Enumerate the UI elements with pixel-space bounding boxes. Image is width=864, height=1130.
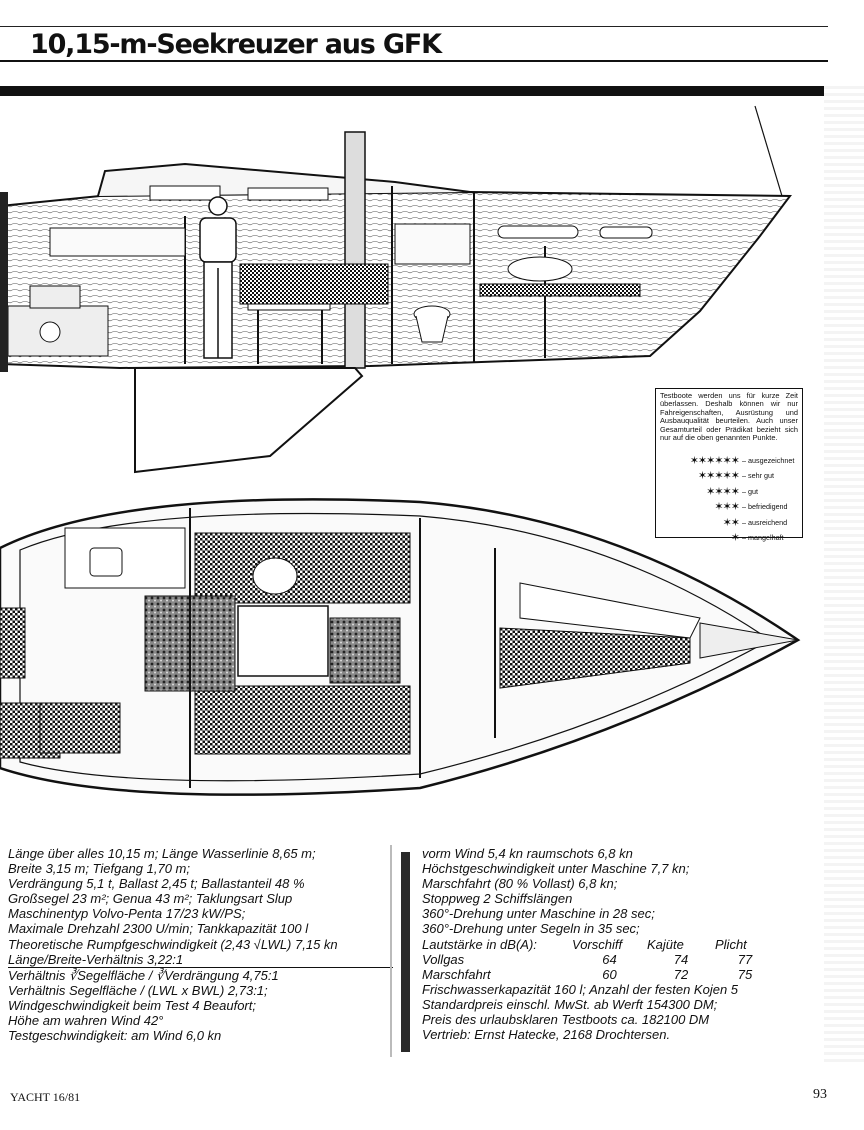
rating-stars-icon: ✶✶✶ (714, 501, 740, 514)
forward-cabinets (394, 223, 471, 265)
rating-legend: Testboote werden uns für kurze Zeit über… (655, 388, 803, 544)
publication-label: YACHT 16/81 (10, 1090, 81, 1104)
noise-cell: 72 (673, 966, 689, 982)
rating-stars-icon: ✶✶✶✶✶ (697, 470, 740, 483)
noise-header-cell: Plicht (715, 936, 747, 952)
rating-label: – befriedigend (742, 502, 788, 512)
noise-table: Lautstärke in dB(A): Vorschiff Kajüte Plich… (422, 937, 802, 982)
spec-line: Großsegel 23 m²; Genua 43 m²; Taklungsar… (8, 891, 293, 907)
hull-window (599, 226, 653, 239)
spec-line: Verhältnis ∛Segelfläche / ∛Verdrängung 4… (8, 967, 279, 983)
forestay (754, 105, 783, 197)
rating-label: – mangelhaft (742, 533, 784, 543)
rating-stars-icon: ✶✶✶✶✶✶ (689, 454, 740, 467)
spec-line: Testgeschwindigkeit: am Wind 6,0 kn (8, 1028, 222, 1044)
noise-header-cell: Vorschiff (572, 936, 623, 952)
title-rule-top (0, 26, 828, 27)
page-number: 93 (813, 1087, 827, 1102)
legend-row: ✶✶✶✶✶✶– ausgezeichnet (690, 453, 796, 469)
noise-cell: 64 (602, 951, 617, 967)
page-title: 10,15-m-Seekreuzer aus GFK (30, 29, 442, 60)
portlight (149, 185, 221, 201)
portlight (247, 187, 329, 201)
settee-port (194, 685, 411, 755)
noise-cell: 75 (737, 966, 753, 982)
side-profile-drawing (0, 105, 792, 474)
saloon-table-plan (237, 605, 329, 677)
spec-line: Verhältnis Segelfläche / (LWL x BWL) 2,7… (8, 982, 268, 998)
galley-plan (64, 527, 186, 589)
sleeping-figure (507, 256, 573, 282)
keel (134, 367, 364, 474)
legend-row: ✶✶– ausreichend (690, 515, 796, 531)
spec-line: vorm Wind 5,4 kn raumschots 6,8 kn (422, 846, 633, 861)
title-rule-bottom (0, 60, 828, 62)
rating-label: – ausgezeichnet (742, 455, 795, 465)
galley-cabinets (49, 227, 186, 257)
column-separator (390, 845, 392, 1057)
page-edge-texture (824, 86, 864, 1066)
spec-line: Theoretische Rumpfgeschwindigkeit (2,43 … (8, 936, 338, 952)
settee-cushion (239, 263, 389, 305)
legend-row: ✶✶✶✶– gut (690, 484, 796, 500)
saloon-table (247, 303, 331, 311)
rating-label: – ausreichend (742, 517, 788, 527)
rating-stars-icon: ✶✶ (722, 516, 740, 529)
hull-window (497, 225, 579, 239)
settee-starboard (194, 532, 411, 604)
rating-stars-icon: ✶ (730, 532, 740, 545)
noise-header-cell: Kajüte (647, 936, 684, 952)
noise-cell: Marschfahrt (422, 966, 491, 982)
rating-label: – sehr gut (742, 471, 774, 481)
mast (344, 131, 366, 369)
column-separator-bar (401, 852, 410, 1052)
toilet-drawing (413, 305, 451, 343)
forepeak-berth (499, 627, 691, 689)
noise-cell: 77 (737, 951, 753, 967)
legend-row: ✶✶✶✶✶– sehr gut (690, 469, 796, 485)
spec-line: Marschfahrt (80 % Vollast) 6,8 kn; (422, 876, 618, 892)
noise-table-row: Vollgas 64 74 77 (422, 952, 802, 967)
spec-line: 360°-Drehung unter Maschine in 28 sec; (422, 906, 655, 922)
accommodation-plan-drawing (0, 498, 801, 796)
spec-line: Windgeschwindigkeit beim Test 4 Beaufort… (8, 997, 256, 1013)
illustration-top-band (0, 86, 828, 96)
spec-line: Frischwasserkapazität 160 l; Anzahl der … (422, 981, 739, 997)
specs-right-bottom: Frischwasserkapazität 160 l; Anzahl der … (422, 982, 802, 1042)
person-seated (252, 557, 298, 595)
noise-cell: 60 (602, 966, 617, 982)
spec-line: Vertrieb: Ernst Hatecke, 2168 Drochterse… (422, 1027, 671, 1043)
spec-line: Standardpreis einschl. MwSt. ab Werft 15… (422, 996, 718, 1012)
spec-line: Länge über alles 10,15 m; Länge Wasserli… (8, 846, 316, 861)
noise-table-header: Lautstärke in dB(A): Vorschiff Kajüte Plich… (422, 937, 802, 952)
spec-line: Verdrängung 5,1 t, Ballast 2,45 t; Balla… (8, 876, 305, 892)
spec-line: Höchstgeschwindigkeit unter Maschine 7,7… (422, 861, 690, 877)
noise-cell: 74 (673, 951, 689, 967)
spec-line: 360°-Drehung unter Segeln in 35 sec; (422, 921, 640, 937)
spec-line: Höhe am wahren Wind 42° (8, 1013, 164, 1029)
legend-note: Testboote werden uns für kurze Zeit über… (660, 391, 798, 443)
noise-table-row: Marschfahrt 60 72 75 (422, 967, 802, 982)
spec-line: Breite 3,15 m; Tiefgang 1,70 m; (8, 861, 190, 877)
engine-drawing (7, 285, 109, 357)
spec-line: Preis des urlaubsklaren Testboots ca. 18… (422, 1012, 710, 1028)
spec-line: Stoppweg 2 Schiffslängen (422, 891, 573, 907)
person-figure (199, 196, 237, 359)
hull-outline (0, 190, 792, 370)
legend-rows: ✶✶✶✶✶✶– ausgezeichnet✶✶✶✶✶– sehr gut✶✶✶✶… (690, 453, 796, 546)
spec-line: Maximale Drehzahl 2300 U/min; Tankkapazi… (8, 921, 309, 937)
v-berth (479, 283, 641, 297)
noise-header-cell: Lautstärke in dB(A): (422, 936, 537, 952)
rating-stars-icon: ✶✶✶✶ (706, 485, 740, 498)
rating-label: – gut (742, 486, 758, 496)
noise-cell: Vollgas (422, 951, 465, 967)
legend-row: ✶– mangelhaft (690, 531, 796, 547)
legend-row: ✶✶✶– befriedigend (690, 500, 796, 516)
spec-line: Länge/Breite-Verhältnis 3,22:1 (8, 952, 393, 968)
sink-icon (89, 547, 123, 577)
spec-line: Maschinentyp Volvo-Penta 17/23 kW/PS; (8, 906, 246, 922)
specs-left-column: Länge über alles 10,15 m; Länge Wasserli… (8, 846, 393, 1043)
